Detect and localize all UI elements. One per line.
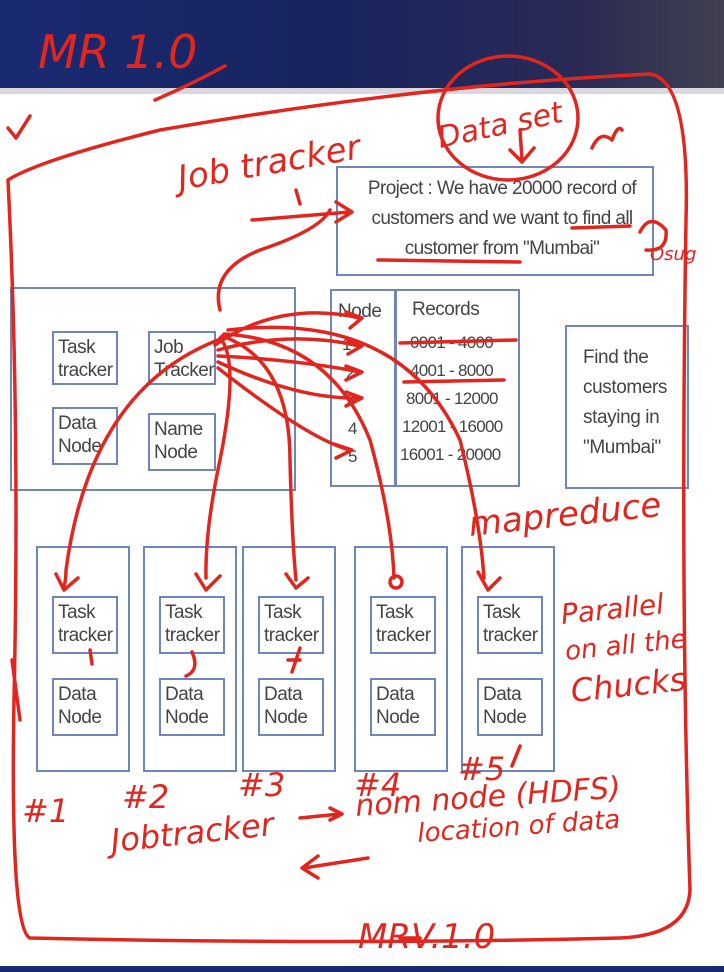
project-line-2: customers and we want to find all <box>371 208 633 229</box>
master-task-tracker-line-1: Task <box>58 337 96 358</box>
worker-task-line-1: Task <box>58 602 96 623</box>
name-node-box: Name Node <box>148 413 216 471</box>
worker-task-line-2: tracker <box>165 625 220 646</box>
worker-data-line-2: Node <box>58 707 102 728</box>
worker-data-node: Data Node <box>159 678 225 736</box>
table-header-node: Node <box>338 301 382 322</box>
find-line-2: customers <box>583 377 668 398</box>
table-row-node: 4 <box>348 419 357 438</box>
table-row-node: 1 <box>342 335 351 354</box>
table-row-records: 12001 - 16000 <box>402 417 503 436</box>
master-data-node-line-2: Node <box>58 436 102 457</box>
master-task-tracker-line-2: tracker <box>58 360 113 381</box>
table-row-records: 4001 - 8000 <box>410 361 494 380</box>
worker-data-line-1: Data <box>376 684 415 705</box>
worker-data-node: Data Node <box>370 678 436 736</box>
table-row-node: 3 <box>346 391 355 410</box>
hw-num-2: #2 <box>122 778 169 816</box>
worker-task-line-2: tracker <box>483 625 538 646</box>
master-task-tracker: Task tracker <box>52 331 118 385</box>
table-row-records: 0001 - 4000 <box>410 333 494 352</box>
dataset-arrow <box>508 128 536 164</box>
master-data-node-line-1: Data <box>58 413 97 434</box>
worker-task-line-1: Task <box>376 602 414 623</box>
worker-node-5: Task tracker Data Node <box>461 546 555 772</box>
hw-footer: MRV.1.0 <box>358 917 495 957</box>
worker-data-line-1: Data <box>165 684 204 705</box>
records-table: Node Records 1 0001 - 4000 2 4001 - 8000… <box>330 289 520 487</box>
project-description: Project : We have 20000 record of custom… <box>352 174 652 264</box>
worker-task-tracker: Task tracker <box>52 596 118 654</box>
worker-task-tracker: Task tracker <box>477 596 543 654</box>
find-customers-box: Find the customers staying in "Mumbai" <box>565 325 689 489</box>
worker-data-line-1: Data <box>58 684 97 705</box>
worker-data-line-1: Data <box>264 684 303 705</box>
job-tracker-box: Job Tracker <box>148 331 216 385</box>
worker-task-tracker: Task tracker <box>370 596 436 654</box>
worker-data-node: Data Node <box>477 678 543 736</box>
table-row-records: 16001 - 20000 <box>400 445 501 464</box>
job-tracker-line-1: Job <box>154 337 184 358</box>
worker-data-node: Data Node <box>258 678 324 736</box>
table-row-node: 2 <box>346 363 355 382</box>
master-node-box: Task tracker Job Tracker Data Node Name … <box>10 287 296 491</box>
find-line-4: "Mumbai" <box>583 437 661 458</box>
find-line-3: staying in <box>583 407 660 428</box>
worker-data-line-2: Node <box>264 707 308 728</box>
project-line-1: Project : We have 20000 record of <box>367 178 637 199</box>
table-header-records: Records <box>412 299 480 320</box>
project-box: Project : We have 20000 record of custom… <box>336 166 654 276</box>
check-mark <box>6 114 32 140</box>
worker-task-line-2: tracker <box>58 625 113 646</box>
name-node-line-2: Node <box>154 442 198 463</box>
hw-mapreduce: mapreduce <box>467 485 663 545</box>
worker-task-line-2: tracker <box>376 625 431 646</box>
find-customers-text: Find the customers staying in "Mumbai" <box>583 343 693 463</box>
worker-node-1: Task tracker Data Node <box>36 546 130 772</box>
worker-data-line-2: Node <box>483 707 527 728</box>
hw-flow-location: location of data <box>416 805 621 849</box>
job-tracker-line-2: Tracker <box>154 360 215 381</box>
hw-num-1: #1 <box>22 792 69 830</box>
table-row-records: 8001 - 12000 <box>406 389 499 408</box>
project-line-3: customer from "Mumbai" <box>404 238 600 259</box>
worker-data-line-2: Node <box>165 707 209 728</box>
worker-node-4: Task tracker Data Node <box>354 546 448 772</box>
hw-chucks: Chucks <box>569 660 688 710</box>
find-line-1: Find the <box>583 347 649 368</box>
worker-data-line-2: Node <box>376 707 420 728</box>
worker-task-tracker: Task tracker <box>258 596 324 654</box>
worker-data-line-1: Data <box>483 684 522 705</box>
footer-band <box>0 966 724 972</box>
worker-node-2: Task tracker Data Node <box>143 546 237 772</box>
worker-task-line-2: tracker <box>264 625 319 646</box>
master-data-node: Data Node <box>52 407 118 465</box>
worker-data-node: Data Node <box>52 678 118 736</box>
table-row-node: 5 <box>348 447 357 466</box>
hw-data-set: Data set <box>434 95 567 156</box>
hw-flow-namenode: nom node (HDFS) <box>354 771 622 824</box>
hw-parallel: Parallel <box>559 587 665 631</box>
records-table-divider <box>394 291 397 485</box>
hw-on-all: on all the <box>564 624 688 667</box>
worker-task-line-1: Task <box>264 602 302 623</box>
header-banner <box>0 0 724 92</box>
worker-task-line-1: Task <box>165 602 203 623</box>
scribble-mark <box>590 126 624 150</box>
banner-divider <box>0 88 724 94</box>
hw-flow-jobtracker: Jobtracker <box>103 805 277 861</box>
hw-side: Osug <box>650 244 696 265</box>
worker-task-tracker: Task tracker <box>159 596 225 654</box>
name-node-line-1: Name <box>154 419 203 440</box>
worker-task-line-1: Task <box>483 602 521 623</box>
worker-node-3: Task tracker Data Node <box>242 546 336 772</box>
